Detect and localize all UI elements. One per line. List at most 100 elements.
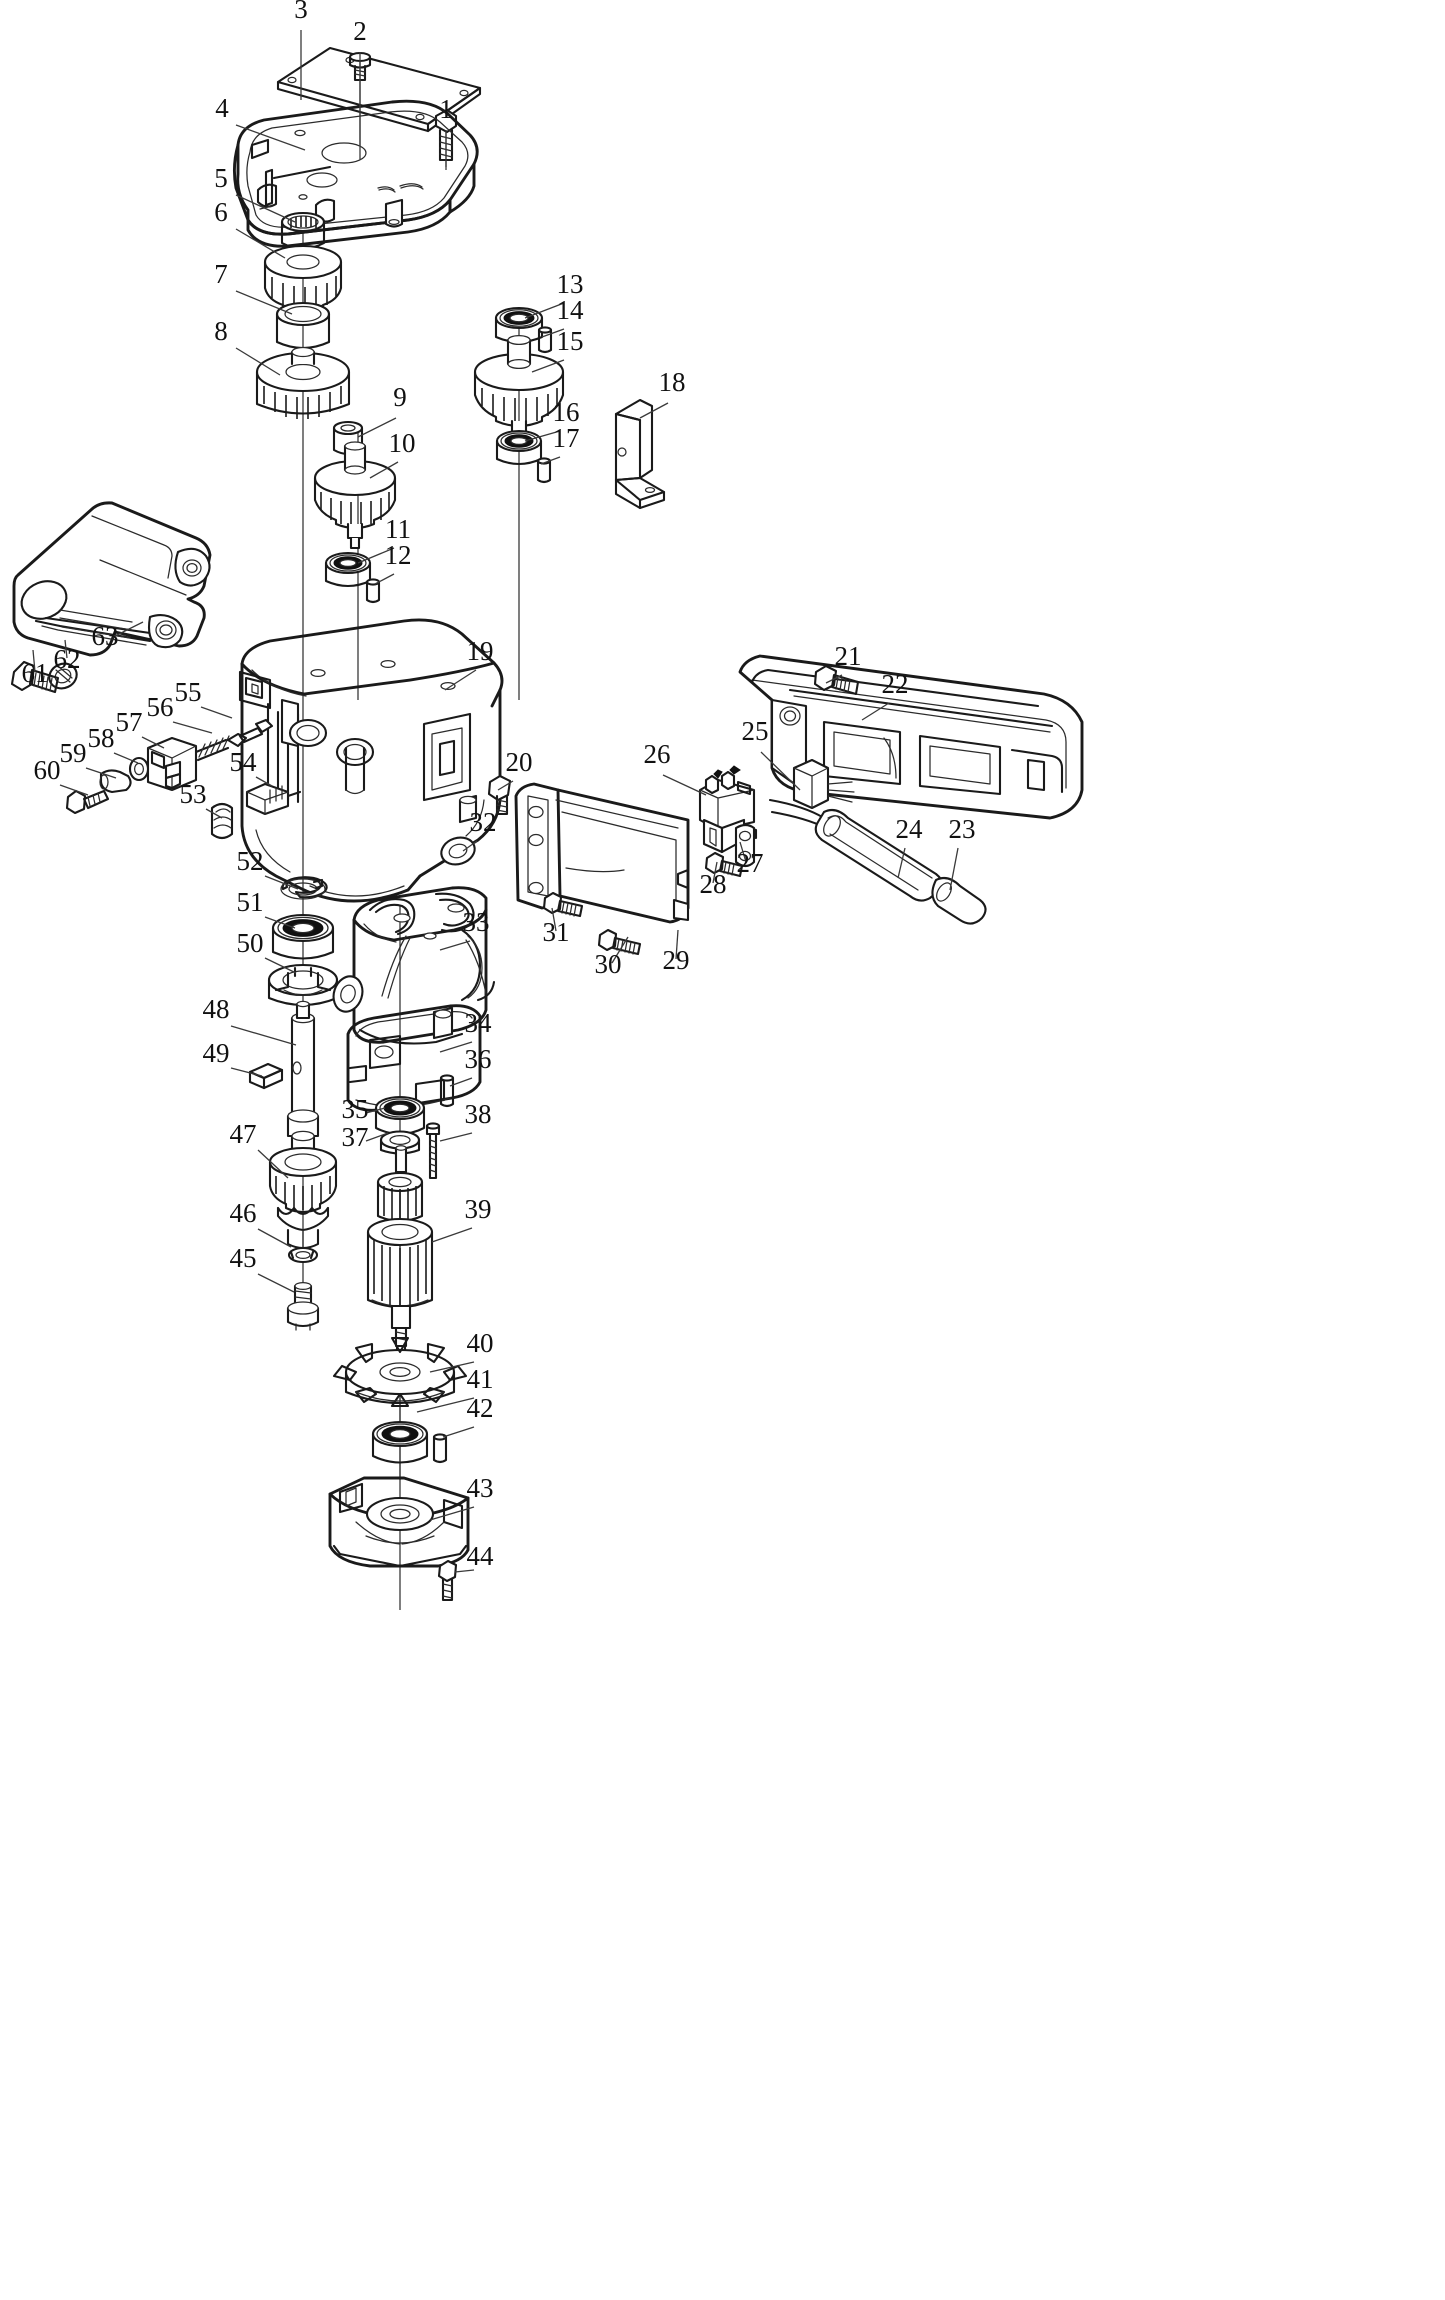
leader-line-22 xyxy=(861,702,890,721)
leader-line-51 xyxy=(264,916,296,929)
leader-line-40 xyxy=(429,1361,475,1373)
part-14-roll-pin xyxy=(537,326,553,354)
callout-number-11: 11 xyxy=(385,514,411,544)
callout-number-50: 50 xyxy=(237,928,264,958)
part-57-brush-holder xyxy=(146,736,198,792)
leader-line-54 xyxy=(255,776,273,787)
leader-line-38 xyxy=(439,1132,473,1142)
callout-number-1: 1 xyxy=(439,94,453,124)
leader-line-9 xyxy=(357,417,397,438)
callout-number-23: 23 xyxy=(949,814,976,844)
leader-lines xyxy=(32,30,959,1573)
callout-number-34: 34 xyxy=(465,1008,493,1038)
leader-line-52 xyxy=(264,875,299,890)
leader-line-15 xyxy=(531,359,565,373)
callout-number-51: 51 xyxy=(237,887,264,917)
callout-number-30: 30 xyxy=(595,949,622,979)
leader-line-13 xyxy=(524,302,565,319)
leader-line-35 xyxy=(365,1107,386,1114)
leader-line-17 xyxy=(540,456,561,465)
part-45-chuck-screw xyxy=(286,1281,320,1331)
part-48-spindle xyxy=(286,1000,320,1173)
leader-line-34 xyxy=(439,1041,473,1053)
leader-line-55 xyxy=(200,706,233,719)
leader-line-4 xyxy=(235,124,306,151)
callout-number-36: 36 xyxy=(465,1044,492,1074)
leader-line-6 xyxy=(235,228,286,259)
leader-line-27 xyxy=(739,841,747,863)
part-47-drill-chuck xyxy=(268,1146,338,1251)
part-42-roll-pin xyxy=(432,1433,448,1464)
part-58-insulation-washer xyxy=(128,756,150,782)
callout-number-43: 43 xyxy=(467,1473,494,1503)
callout-number-8: 8 xyxy=(214,316,228,346)
leader-line-33 xyxy=(439,940,471,951)
callout-number-57: 57 xyxy=(116,707,143,737)
part-15-helical-gear xyxy=(473,334,565,445)
leader-line-56 xyxy=(172,721,213,734)
leader-line-36 xyxy=(449,1077,473,1087)
leader-line-18 xyxy=(639,402,669,419)
callout-number-59: 59 xyxy=(60,738,87,768)
part-19-motor-housing xyxy=(238,618,504,903)
part-55-terminal xyxy=(226,718,274,748)
callout-number-25: 25 xyxy=(742,716,769,746)
leader-line-20 xyxy=(497,780,514,791)
callout-number-12: 12 xyxy=(385,540,412,570)
leader-line-48 xyxy=(230,1025,297,1046)
callout-number-21: 21 xyxy=(835,641,862,671)
part-7-spacer-ring xyxy=(275,301,331,350)
callout-number-9: 9 xyxy=(393,382,407,412)
callout-number-54: 54 xyxy=(230,747,258,777)
part-38-machine-screw xyxy=(425,1122,441,1180)
leader-line-26 xyxy=(662,774,707,796)
part-44-tapping-screw xyxy=(437,1559,458,1602)
callout-number-10: 10 xyxy=(389,428,416,458)
callout-number-53: 53 xyxy=(180,779,207,809)
callout-number-49: 49 xyxy=(203,1038,230,1068)
part-62-flat-washer xyxy=(48,662,78,690)
callout-number-7: 7 xyxy=(214,259,228,289)
part-20-tapping-screw xyxy=(487,774,512,816)
part-28-clamp-screw xyxy=(704,851,744,878)
callout-number-20: 20 xyxy=(506,747,533,777)
leader-line-60 xyxy=(59,784,89,796)
leader-line-21 xyxy=(825,674,843,684)
part-18-bracket xyxy=(614,398,666,510)
leader-line-63 xyxy=(112,621,144,638)
part-46-retaining-ring xyxy=(287,1246,319,1264)
leader-line-57 xyxy=(141,736,165,749)
part-4-gear-housing xyxy=(232,99,479,248)
callout-number-37: 37 xyxy=(342,1122,369,1152)
leader-line-19 xyxy=(444,669,477,691)
leader-line-43 xyxy=(429,1506,475,1521)
callout-number-32: 32 xyxy=(470,807,497,837)
callout-number-40: 40 xyxy=(467,1328,494,1358)
callout-number-17: 17 xyxy=(553,423,580,453)
callout-number-27: 27 xyxy=(737,848,764,878)
part-53-brush-holder-cap xyxy=(210,802,234,840)
part-29-handle-cover xyxy=(514,782,690,924)
part-56-brush-spring xyxy=(194,735,230,762)
part-24-power-supply-cord xyxy=(768,798,944,902)
callout-number-56: 56 xyxy=(147,692,174,722)
leader-line-12 xyxy=(374,573,395,585)
part-60-machine-screw xyxy=(65,789,110,815)
callout-number-41: 41 xyxy=(467,1364,494,1394)
leader-line-59 xyxy=(85,767,117,779)
callout-number-55: 55 xyxy=(175,677,202,707)
part-8-spindle-gear xyxy=(255,346,351,419)
part-41-ball-bearing xyxy=(371,1420,429,1464)
part-3-gear-housing-cover xyxy=(276,46,482,133)
part-40-cooling-fan xyxy=(332,1336,468,1408)
leader-line-25 xyxy=(760,751,801,791)
part-13-ball-bearing xyxy=(494,306,544,344)
leader-line-32 xyxy=(462,840,478,852)
leader-line-5 xyxy=(235,194,296,223)
callout-number-47: 47 xyxy=(230,1119,257,1149)
callout-number-58: 58 xyxy=(88,723,115,753)
part-11-ball-bearing xyxy=(324,551,372,588)
part-43-end-cap xyxy=(328,1476,470,1568)
part-35-ball-bearing xyxy=(374,1095,426,1136)
part-51-ball-bearing xyxy=(271,913,335,960)
